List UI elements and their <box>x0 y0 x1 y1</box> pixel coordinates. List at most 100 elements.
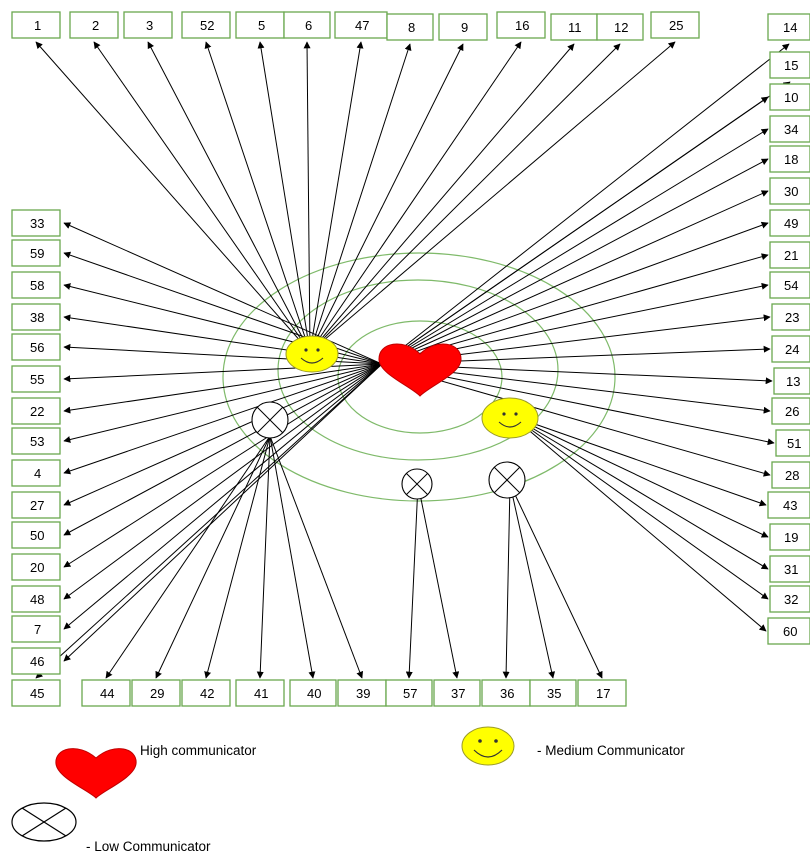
cross-line-b <box>257 407 283 433</box>
node-21: 21 <box>769 241 810 269</box>
node-box <box>11 521 61 549</box>
heart-shape <box>378 343 462 397</box>
node-label: 40 <box>307 686 321 701</box>
node-34: 34 <box>769 115 810 143</box>
node-box <box>769 115 810 143</box>
node-13: 13 <box>773 367 810 395</box>
node-3: 3 <box>123 11 173 39</box>
links-layer <box>35 41 791 679</box>
node-label: 59 <box>30 246 44 261</box>
node-label: 14 <box>783 20 797 35</box>
node-30: 30 <box>769 177 810 205</box>
node-box <box>11 333 61 361</box>
legend-smiley-mouth <box>473 749 503 758</box>
link-L3-17 <box>509 483 603 679</box>
link-H-18 <box>381 158 769 365</box>
node-label: 58 <box>30 278 44 293</box>
node-box <box>769 585 810 613</box>
node-60: 60 <box>767 617 810 645</box>
node-label: 47 <box>355 18 369 33</box>
node-box <box>769 241 810 269</box>
smiley-eye-right <box>514 412 518 416</box>
legend-heart-icon <box>55 748 137 799</box>
node-label: 16 <box>515 18 529 33</box>
node-box <box>769 177 810 205</box>
node-box <box>11 679 61 707</box>
outer-ring <box>222 252 616 502</box>
cross-line-b <box>406 473 428 495</box>
link-H-45 <box>35 363 383 679</box>
node-label: 48 <box>30 592 44 607</box>
link-M1-11 <box>309 43 575 353</box>
inner-ring <box>337 320 503 434</box>
node-box <box>11 239 61 267</box>
link-M1-12 <box>309 43 621 353</box>
node-box <box>577 679 627 707</box>
legend-smiley-eye-right <box>494 739 498 743</box>
node-label: 10 <box>784 90 798 105</box>
node-10: 10 <box>769 83 810 111</box>
smiley-eye-left <box>502 412 506 416</box>
node-box <box>529 679 577 707</box>
link-L1-44 <box>105 435 271 679</box>
link-H-10 <box>381 96 769 365</box>
node-label: 13 <box>786 374 800 389</box>
node-label: 42 <box>200 686 214 701</box>
node-box <box>11 585 61 613</box>
node-label: 31 <box>784 562 798 577</box>
node-label: 30 <box>784 184 798 199</box>
node-box <box>385 679 433 707</box>
node-label: 37 <box>451 686 465 701</box>
concentric-rings <box>222 252 616 502</box>
node-32: 32 <box>769 585 810 613</box>
node-29: 29 <box>131 679 181 707</box>
link-M1-5 <box>257 41 311 353</box>
link-H-46 <box>63 363 383 662</box>
node-26: 26 <box>771 397 810 425</box>
node-label: 32 <box>784 592 798 607</box>
node-16: 16 <box>496 11 546 39</box>
node-18: 18 <box>769 145 810 173</box>
node-box <box>11 365 61 393</box>
node-box <box>11 427 61 455</box>
smiley-mouth <box>498 421 522 428</box>
node-39: 39 <box>337 679 387 707</box>
node-box <box>11 491 61 519</box>
node-box <box>289 679 337 707</box>
node-6: 6 <box>283 11 331 39</box>
node-box <box>481 679 531 707</box>
link-H-7 <box>63 363 383 630</box>
medium-communicator-smiley-icon <box>481 397 539 439</box>
node-43: 43 <box>767 491 810 519</box>
node-box <box>771 335 810 363</box>
node-box <box>11 553 61 581</box>
link-M1-8 <box>309 43 412 353</box>
node-box <box>773 367 810 395</box>
node-label: 57 <box>403 686 417 701</box>
node-40: 40 <box>289 679 337 707</box>
node-box <box>123 11 173 39</box>
node-33: 33 <box>11 209 61 237</box>
legend-low: - Low Communicator <box>11 802 211 852</box>
node-box <box>181 679 231 707</box>
node-label: 19 <box>784 530 798 545</box>
smiley-face <box>285 335 339 373</box>
node-41: 41 <box>235 679 285 707</box>
node-label: 43 <box>783 498 797 513</box>
node-box <box>337 679 387 707</box>
node-label: 23 <box>785 310 799 325</box>
smiley-eye-left <box>304 348 308 352</box>
node-label: 24 <box>785 342 799 357</box>
node-42: 42 <box>181 679 231 707</box>
node-box <box>771 303 810 331</box>
link-M1-1 <box>35 41 311 353</box>
node-46: 46 <box>11 647 61 675</box>
link-L2-37 <box>417 483 460 679</box>
node-box <box>81 679 131 707</box>
link-H-48 <box>63 363 383 600</box>
node-59: 59 <box>11 239 61 267</box>
low-communicator-cross-circle-icon <box>401 468 433 500</box>
node-label: 35 <box>547 686 561 701</box>
link-M2-60 <box>511 415 767 632</box>
